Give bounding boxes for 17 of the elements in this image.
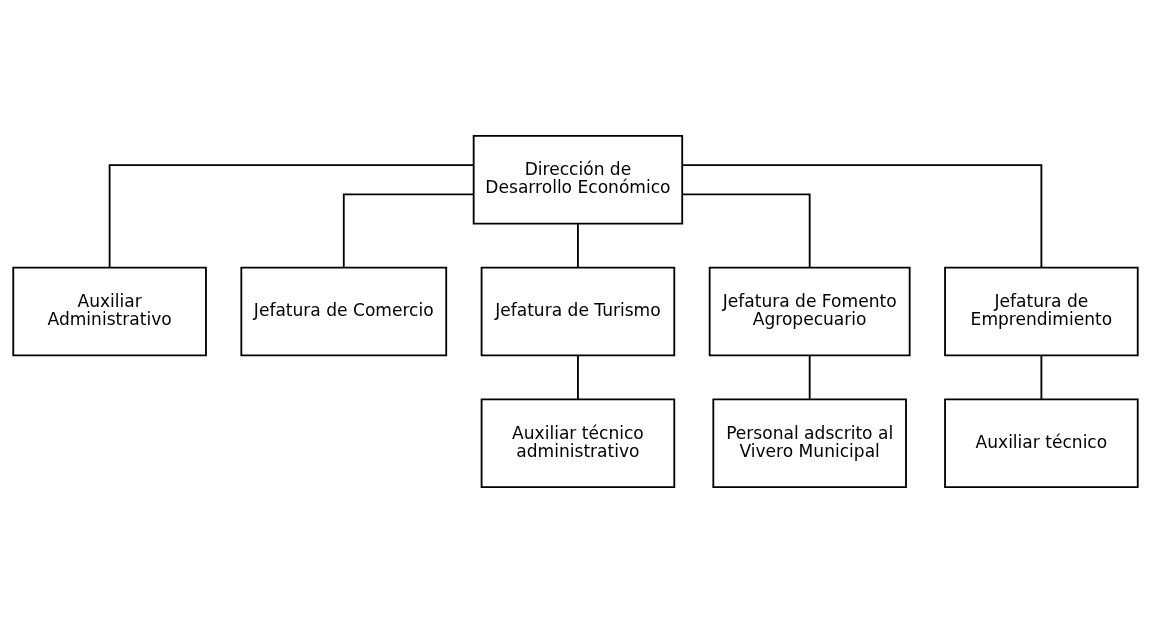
node-box: Auxiliar técnico	[944, 397, 1139, 488]
connector	[108, 163, 475, 268]
node-box: Personal adscrito al Vivero Municipal	[712, 397, 907, 488]
node-box: Auxiliar técnico administrativo	[480, 397, 676, 488]
node-box: Dirección de Desarrollo Económico	[472, 134, 684, 225]
connector	[681, 193, 811, 268]
connector	[577, 354, 579, 400]
node-box: Jefatura de Fomento Agropecuario	[708, 266, 911, 356]
node-box: Jefatura de Comercio	[240, 266, 448, 356]
node-box: Auxiliar Administrativo	[12, 266, 207, 356]
connector	[681, 163, 1043, 268]
connector	[577, 222, 579, 268]
node-box: Jefatura de Emprendimiento	[944, 266, 1139, 356]
connector	[342, 193, 475, 268]
connector	[808, 354, 811, 400]
node-box: Jefatura de Turismo	[480, 266, 676, 356]
connector	[1040, 354, 1043, 400]
